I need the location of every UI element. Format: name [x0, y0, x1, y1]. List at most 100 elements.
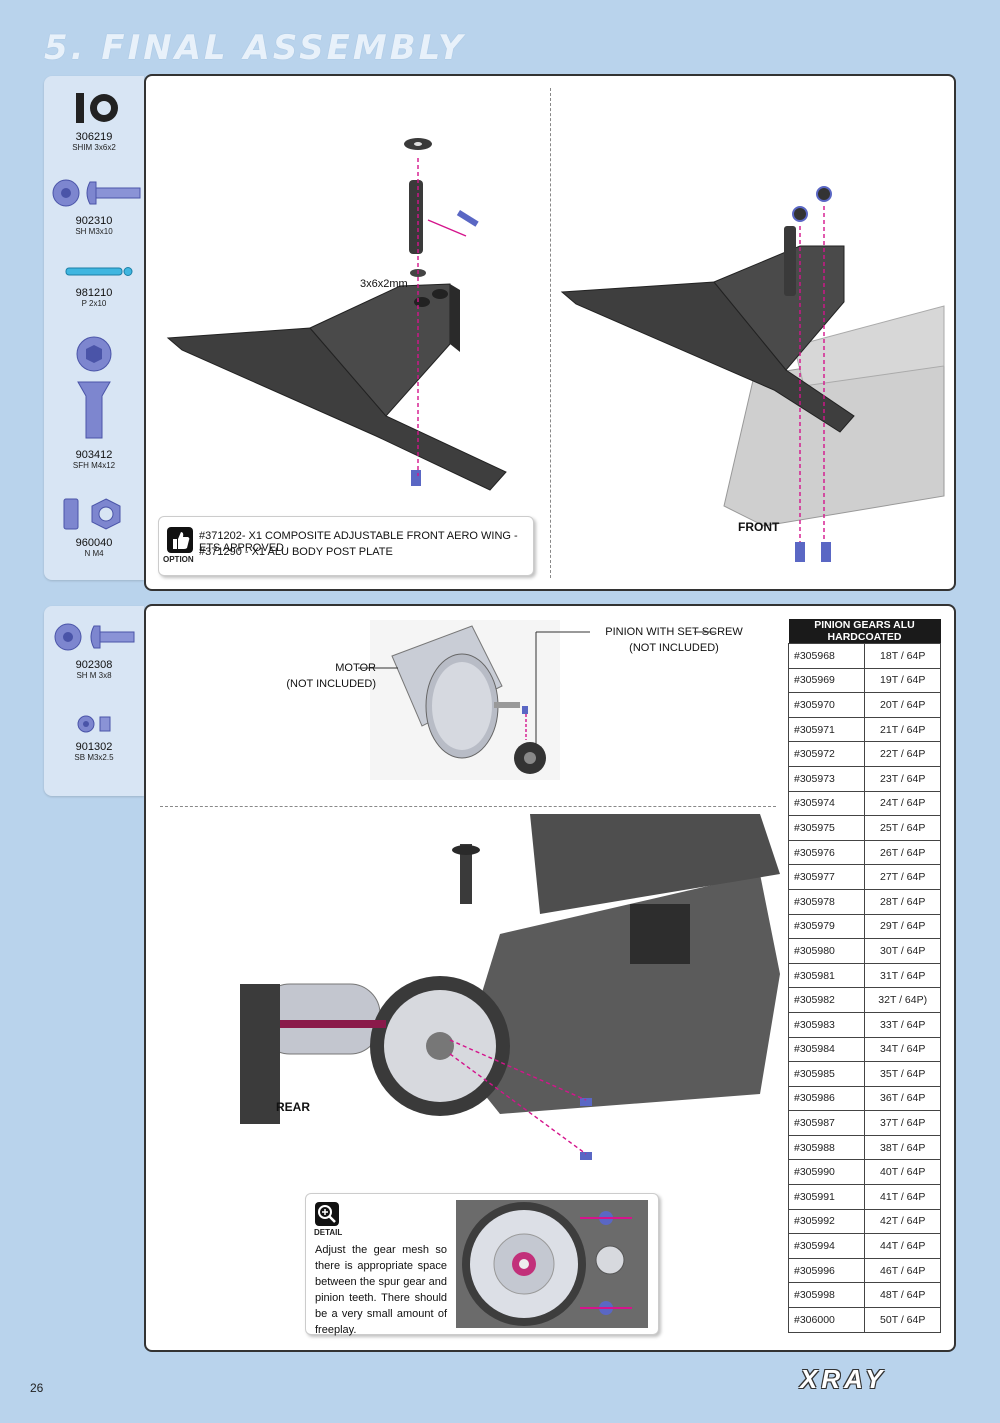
teeth-pitch-cell: 25T / 64P: [864, 815, 941, 841]
part-code: 960040: [75, 537, 113, 549]
teeth-pitch-cell: 22T / 64P: [864, 741, 941, 767]
teeth-pitch-cell: 27T / 64P: [864, 864, 941, 890]
teeth-pitch-cell: 28T / 64P: [864, 888, 941, 915]
pinion-table-header: PINION GEARS ALU HARDCOATED: [788, 619, 941, 644]
teeth-pitch-cell: 20T / 64P: [864, 692, 941, 718]
shim-callout: 3x6x2mm: [360, 278, 408, 290]
part-901302: 901302 SB M3x2.5: [44, 712, 144, 762]
part-number-cell: #305972: [787, 741, 866, 767]
teeth-pitch-cell: 35T / 64P: [864, 1061, 941, 1087]
pinion-leader-line: [535, 631, 716, 746]
section-title: 5. FINAL ASSEMBLY: [44, 28, 466, 68]
pinion-label-1: PINION WITH SET-SCREW: [605, 626, 743, 638]
part-code: 903412: [75, 449, 113, 461]
part-306219: 306219 SHIM 3x6x2: [44, 90, 144, 152]
gear-mesh-detail-illustration: [456, 1200, 648, 1328]
teeth-pitch-cell: 30T / 64P: [864, 938, 941, 964]
teeth-pitch-cell: 41T / 64P: [864, 1184, 941, 1210]
rear-label: REAR: [276, 1100, 311, 1114]
teeth-pitch-cell: 50T / 64P: [864, 1307, 941, 1333]
magnifier-icon: [315, 1202, 339, 1226]
motor-label-1: MOTOR: [335, 662, 376, 674]
flat-head-screw-icon: [76, 336, 112, 439]
set-screw-icon: [77, 715, 111, 733]
part-number-cell: #305992: [787, 1208, 866, 1235]
part-code: 981210: [75, 287, 113, 299]
part-number-cell: #305973: [787, 765, 866, 792]
option-line-2: #371290 - X1 ALU BODY POST PLATE: [199, 546, 393, 558]
installed-wing-illustration: [560, 186, 945, 562]
part-number-cell: #305982: [787, 987, 866, 1013]
part-number-cell: #305994: [787, 1233, 866, 1259]
part-number-cell: #305970: [787, 692, 866, 718]
part-902310: 902310 SH M3x10: [44, 176, 144, 236]
part-number-cell: #305977: [787, 864, 866, 890]
part-number-cell: #305969: [787, 667, 866, 694]
part-number-cell: #306000: [787, 1307, 866, 1333]
part-desc: SHIM 3x6x2: [72, 143, 116, 152]
part-code: 306219: [75, 131, 113, 143]
part-number-cell: #305983: [787, 1011, 866, 1038]
teeth-pitch-cell: 19T / 64P: [864, 667, 941, 694]
teeth-pitch-cell: 44T / 64P: [864, 1233, 941, 1259]
part-number-cell: #305998: [787, 1282, 866, 1309]
aero-wing-plate-illustration: [166, 138, 507, 491]
teeth-pitch-cell: 24T / 64P: [864, 790, 941, 817]
part-number-cell: #305986: [787, 1085, 866, 1112]
part-981210: 981210 P 2x10: [44, 262, 144, 308]
parts-column-top: 306219 SHIM 3x6x2 902310 SH M3x10 981210…: [44, 76, 144, 580]
part-number-cell: #305985: [787, 1061, 866, 1087]
part-number-cell: #305971: [787, 716, 866, 743]
part-code: 902308: [75, 659, 113, 671]
part-number-cell: #305979: [787, 913, 866, 940]
part-number-cell: #305975: [787, 815, 866, 841]
part-number-cell: #305996: [787, 1257, 866, 1284]
teeth-pitch-cell: 32T / 64P): [864, 987, 941, 1013]
teeth-pitch-cell: 42T / 64P: [864, 1208, 941, 1235]
part-number-cell: #305981: [787, 962, 866, 989]
part-desc: SFH M4x12: [72, 461, 116, 470]
pinion-label-2: (NOT INCLUDED): [629, 642, 719, 654]
pin-icon: [65, 267, 133, 276]
part-desc: SH M3x10: [75, 227, 113, 236]
part-number-cell: #305976: [787, 839, 866, 866]
socket-head-screw-icon: [54, 623, 135, 651]
brand-logo: XRAY: [800, 1364, 887, 1394]
part-number-cell: #305978: [787, 888, 866, 915]
detail-badge: DETAIL: [314, 1228, 343, 1237]
socket-head-screw-icon: [52, 179, 141, 207]
part-902308: 902308 SH M 3x8: [44, 620, 144, 680]
teeth-pitch-cell: 37T / 64P: [864, 1110, 941, 1136]
part-desc: SB M3x2.5: [74, 753, 114, 762]
chassis-illustration: [240, 814, 780, 1160]
part-number-cell: #305974: [787, 790, 866, 817]
teeth-pitch-cell: 36T / 64P: [864, 1085, 941, 1112]
option-note: OPTION #371202- X1 COMPOSITE ADJUSTABLE …: [158, 516, 534, 576]
teeth-pitch-cell: 48T / 64P: [864, 1282, 941, 1309]
parts-column-bottom: 902308 SH M 3x8 901302 SB M3x2.5: [44, 606, 144, 796]
detail-note: DETAIL Adjust the gear mesh so there is …: [305, 1193, 659, 1336]
part-number-cell: #305968: [787, 643, 866, 669]
thumbs-up-icon: [167, 527, 193, 553]
step-panel-1: 3x6x2mm FRONT: [144, 74, 956, 591]
teeth-pitch-cell: 23T / 64P: [864, 765, 941, 792]
